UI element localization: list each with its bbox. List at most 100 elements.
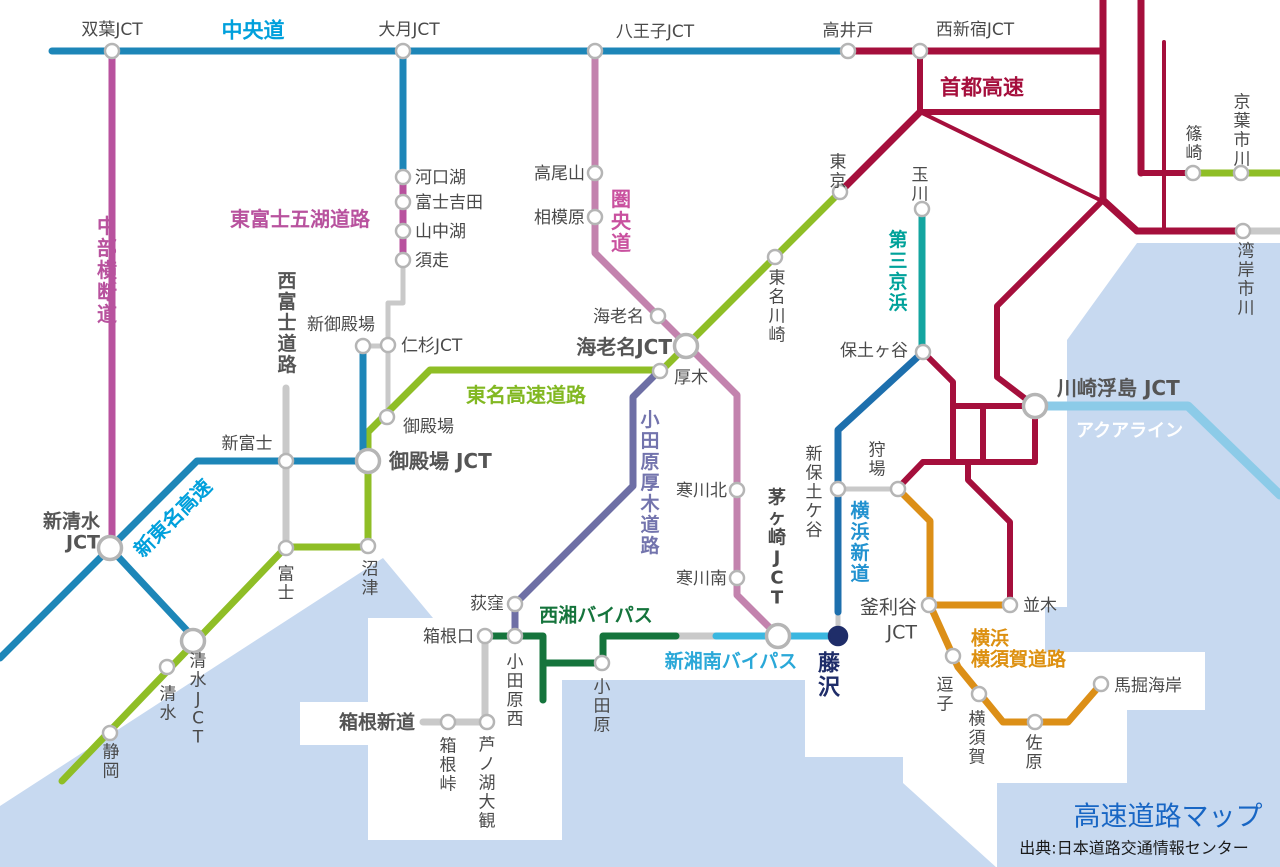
station-node-tomei-kawasaki [766,248,784,266]
station-node-futaba-jct [103,42,121,60]
map-label-ashinoko-taikan: 芦ノ湖大観 [479,736,496,832]
map-label-shizuoka: 静岡 [103,743,120,782]
station-node-nishishinjuku-jct [911,42,929,60]
station-node-kawasaki-ukishima-jct [1021,392,1049,420]
map-label-hakone-toge: 箱根峠 [440,737,457,795]
map-label-shin-hodogaya: 新保土ケ谷 [806,445,823,541]
map-label-sagamihara: 相模原 [534,208,585,228]
station-node-odawara [593,654,611,672]
map-label-chuo-expwy: 中央道 [222,18,285,42]
station-node-shin-hodogaya [829,480,847,498]
station-node-tamagawa [913,200,931,218]
station-node-ashinoko-taikan [478,713,496,731]
map-label-yokohama-shindo: 横浜新道 [850,499,870,585]
map-label-yokosuka: 横須賀 [969,710,986,768]
map-label-shimizu: 清水 [160,685,177,724]
map-label-daisan-keihin: 第三京浜 [888,228,907,314]
water-area-sagami-bay [368,680,903,867]
map-label-ebina: 海老名 [593,307,644,327]
map-label-fujiyoshida: 富士吉田 [415,193,483,213]
map-label-map-title: 高速道路マップ [1074,801,1263,832]
map-label-fuji: 富士 [278,565,295,604]
station-node-shimizu-jct [179,627,207,655]
station-node-gotemba-jct [354,447,382,475]
route-line-yokohama-shindo [834,348,927,616]
map-label-seisho-bypass: 西湘バイパス [539,604,653,627]
land-patch-miura-peninsula [903,617,1205,867]
station-node-wangan-ichikawa [1234,222,1252,240]
water-area-suruga-bay [0,558,433,867]
map-label-odawara-nishi: 小田原西 [507,653,524,730]
station-node-yamanakako [394,222,412,240]
station-node-takaosan [586,164,604,182]
map-label-kenodo-label: 圏央道 [611,187,632,255]
station-node-kamariya-jct [920,596,938,614]
map-label-ogikubo: 荻窪 [470,594,504,614]
map-label-takaosan: 高尾山 [534,164,585,184]
map-label-kawasaki-ukishima-jct: 川崎浮島 JCT [1056,376,1180,400]
station-node-yokosuka [970,685,988,703]
station-node-hakoneguchi [476,627,494,645]
station-node-fujisawa [827,625,849,647]
map-label-zushi: 逗子 [937,676,954,715]
route-line-shuto-b-c [1099,196,1141,235]
map-label-hakoneguchi: 箱根口 [423,627,474,647]
route-line-aqualine [1030,401,1280,500]
station-node-samukawa-minami [728,569,746,587]
station-node-shimizu [158,658,176,676]
map-label-gotemba-jct: 御殿場 JCT [388,449,492,473]
station-node-namiki [1001,596,1019,614]
station-node-hakone-toge [439,713,457,731]
station-node-samukawa-kita [728,481,746,499]
map-label-nisugi-jct: 仁杉JCT [401,336,463,356]
route-line-shuto-hodogaya-diag [920,349,956,465]
map-label-shin-shonan-bypass: 新湘南バイパス [665,650,798,673]
station-node-hodogaya [914,343,932,361]
station-node-kariba [889,480,907,498]
route-line-hakone-shindo-gray [419,640,489,726]
map-label-higashi-fujigoko-road: 東富士五湖道路 [230,207,371,231]
station-node-shinozaki [1184,164,1202,182]
route-line-seisho-bypass [481,632,680,667]
map-label-samukawa-kita: 寒川北 [676,481,727,501]
station-node-sagamihara [586,208,604,226]
map-label-hodogaya: 保土ヶ谷 [840,341,908,361]
route-line-odawara-atsugi-road [511,368,662,641]
map-label-kawaguchiko: 河口湖 [415,168,466,188]
map-label-wangan-ichikawa: 湾岸市川 [1238,242,1255,319]
station-node-otsuki-jct [394,42,412,60]
map-label-atsugi: 厚木 [674,368,708,388]
map-label-yokohama-yokosuka-road-line2: 横須賀道路 [971,648,1067,671]
map-label-odawara: 小田原 [594,678,611,736]
station-node-hachioji-jct [586,42,604,60]
map-label-nishi-fuji-road: 西富士道路 [277,270,297,376]
station-node-takaido [839,42,857,60]
route-line-subashiri-nisugi-gray [385,257,406,348]
map-label-sahara: 佐原 [1026,734,1043,773]
route-line-shuto-x-thin [918,110,1102,202]
station-node-fuji [277,539,295,557]
map-label-odawara-atsugi-road: 小田原厚木道路 [639,409,660,557]
station-node-shin-shimizu-jct [96,534,124,562]
map-label-takaido: 高井戸 [823,21,874,41]
station-node-ogikubo [506,595,524,613]
station-node-zushi [944,647,962,665]
map-label-kamariya-jct-line1: 釜利谷 [860,597,917,619]
station-node-fujiyoshida [394,193,412,211]
map-label-kamariya-jct-line2: JCT [886,622,918,644]
map-label-tamagawa: 玉川 [912,166,929,205]
map-label-tomei-expwy: 東名高速道路 [466,383,587,407]
map-label-shinozaki: 篠崎 [1186,125,1203,164]
station-node-shin-fuji [277,452,295,470]
station-node-odawara-nishi [506,627,524,645]
map-label-tomei-kawasaki: 東名川崎 [769,269,786,346]
map-label-tokyo: 東京 [830,153,847,192]
route-line-yokohama-yokosuka [894,485,1105,726]
land-patch-hakone-label-tab [300,702,370,745]
station-node-kawaguchiko [394,168,412,186]
station-node-gotemba [378,408,396,426]
map-label-yokohama-yokosuka-road-line1: 横浜 [971,627,1009,650]
